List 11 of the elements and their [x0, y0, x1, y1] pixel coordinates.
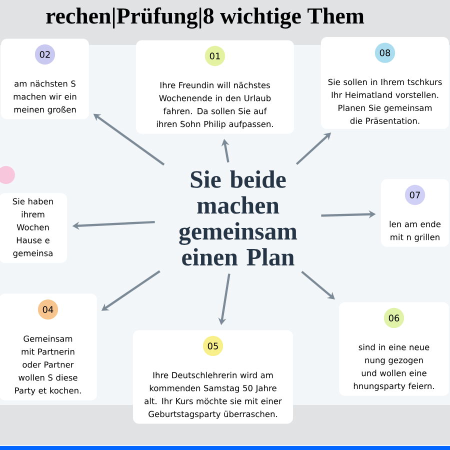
- title: rechen|Prüfung|8 wichtige Them: [46, 7, 364, 29]
- central-text: Sie beide machen gemeinsam einen Plan: [179, 170, 298, 266]
- number-badge: 07: [404, 184, 426, 206]
- arrow: [301, 270, 335, 300]
- number-badge: 02: [34, 44, 56, 65]
- number-badge: 05: [202, 336, 224, 356]
- number-badge: 01: [204, 46, 226, 66]
- card: Sie haben ihrem Wochen Hause e gemeinsa: [0, 193, 67, 263]
- number-badge: 08: [374, 42, 396, 63]
- number-badge: 04: [38, 299, 58, 320]
- number-badge: 06: [384, 308, 404, 328]
